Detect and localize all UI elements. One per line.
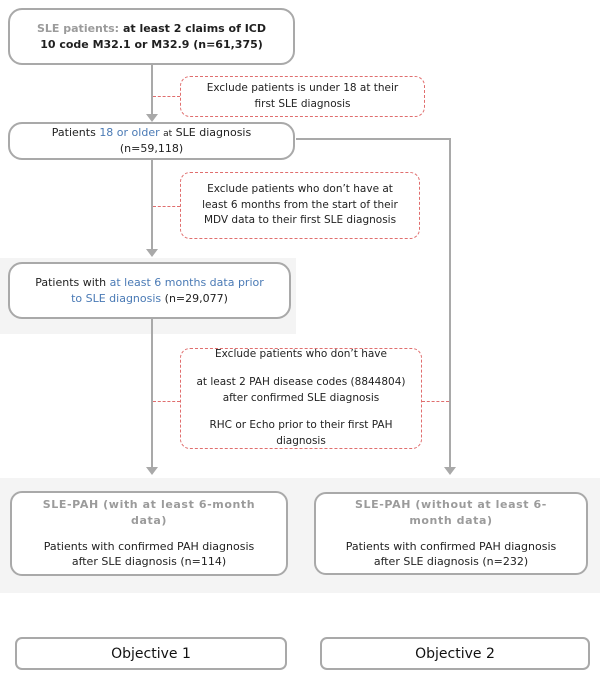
connector-box1-to-box2	[151, 64, 153, 116]
connector-right-branch-down	[449, 138, 451, 469]
connector-box3-to-outcome	[151, 319, 153, 469]
exclude-mdv-text: Exclude patients who don’t have at least…	[202, 182, 398, 227]
objective2-label: Objective 2	[415, 645, 495, 662]
exclude-pah-line3: RHC or Echo prior to their first PAH dia…	[209, 419, 393, 448]
dashed-connector-exclude1	[153, 96, 180, 97]
box-six-months-label: Patients with at least 6 months data pri…	[28, 275, 271, 307]
box-slepah-without-body: Patients with confirmed PAH diagnosis af…	[345, 539, 557, 569]
dashed-connector-exclude2	[153, 206, 180, 207]
connector-box2-to-box3	[151, 160, 153, 251]
exclude-pah-line1: Exclude patients who don’t have	[215, 348, 387, 361]
box-six-months-highlight: at least 6 months data prior to SLE diag…	[71, 275, 264, 305]
exclude-under18-box: Exclude patients is under 18 at their fi…	[180, 76, 425, 117]
objective1-box: Objective 1	[15, 637, 287, 670]
box-sle-patients: SLE patients: at least 2 claims of ICD 1…	[8, 8, 295, 65]
box-slepah-without-data: SLE-PAH (without at least 6-month data) …	[314, 492, 588, 575]
box-sle-prefix: SLE patients:	[36, 21, 120, 35]
box-six-months: Patients with at least 6 months data pri…	[8, 262, 291, 319]
exclude-under18-text: Exclude patients is under 18 at their fi…	[206, 81, 399, 110]
box-age-pre: Patients	[51, 126, 96, 140]
exclude-mdv-box: Exclude patients who don’t have at least…	[180, 172, 420, 239]
box-sle-patients-label: SLE patients: at least 2 claims of ICD 1…	[28, 21, 275, 53]
box-slepah-with-body: Patients with confirmed PAH diagnosis af…	[43, 539, 255, 569]
arrow-down-icon	[146, 467, 158, 475]
box-six-months-pre: Patients with	[35, 275, 107, 289]
box-slepah-without-title: SLE-PAH (without at least 6-month data)	[355, 497, 547, 527]
exclude-pah-box: Exclude patients who don’t have at least…	[180, 348, 422, 449]
exclude-pah-line2: at least 2 PAH disease codes (8844804) a…	[196, 375, 406, 404]
connector-box2-right-branch	[296, 138, 451, 140]
arrow-down-icon	[146, 249, 158, 257]
box-age-highlight: 18 or older	[99, 126, 160, 140]
box-age-filter: Patients 18 or older at SLE diagnosis (n…	[8, 122, 295, 160]
objective2-box: Objective 2	[320, 637, 590, 670]
arrow-down-icon	[444, 467, 456, 475]
box-sle-main: at least 2 claims of ICD 10 code M32.1 o…	[40, 21, 267, 51]
objective1-label: Objective 1	[111, 645, 191, 662]
dashed-connector-exclude3-left	[153, 401, 180, 402]
box-age-post: SLE diagnosis (n=59,118)	[119, 126, 252, 156]
box-age-small: at	[163, 129, 173, 140]
box-slepah-with-data: SLE-PAH (with at least 6-month data) Pat…	[10, 491, 288, 576]
box-age-label: Patients 18 or older at SLE diagnosis (n…	[28, 125, 275, 157]
box-slepah-with-title: SLE-PAH (with at least 6-month data)	[42, 497, 256, 527]
box-six-months-post: (n=29,077)	[164, 291, 228, 305]
dashed-connector-exclude3-right	[422, 401, 449, 402]
arrow-down-icon	[146, 114, 158, 122]
